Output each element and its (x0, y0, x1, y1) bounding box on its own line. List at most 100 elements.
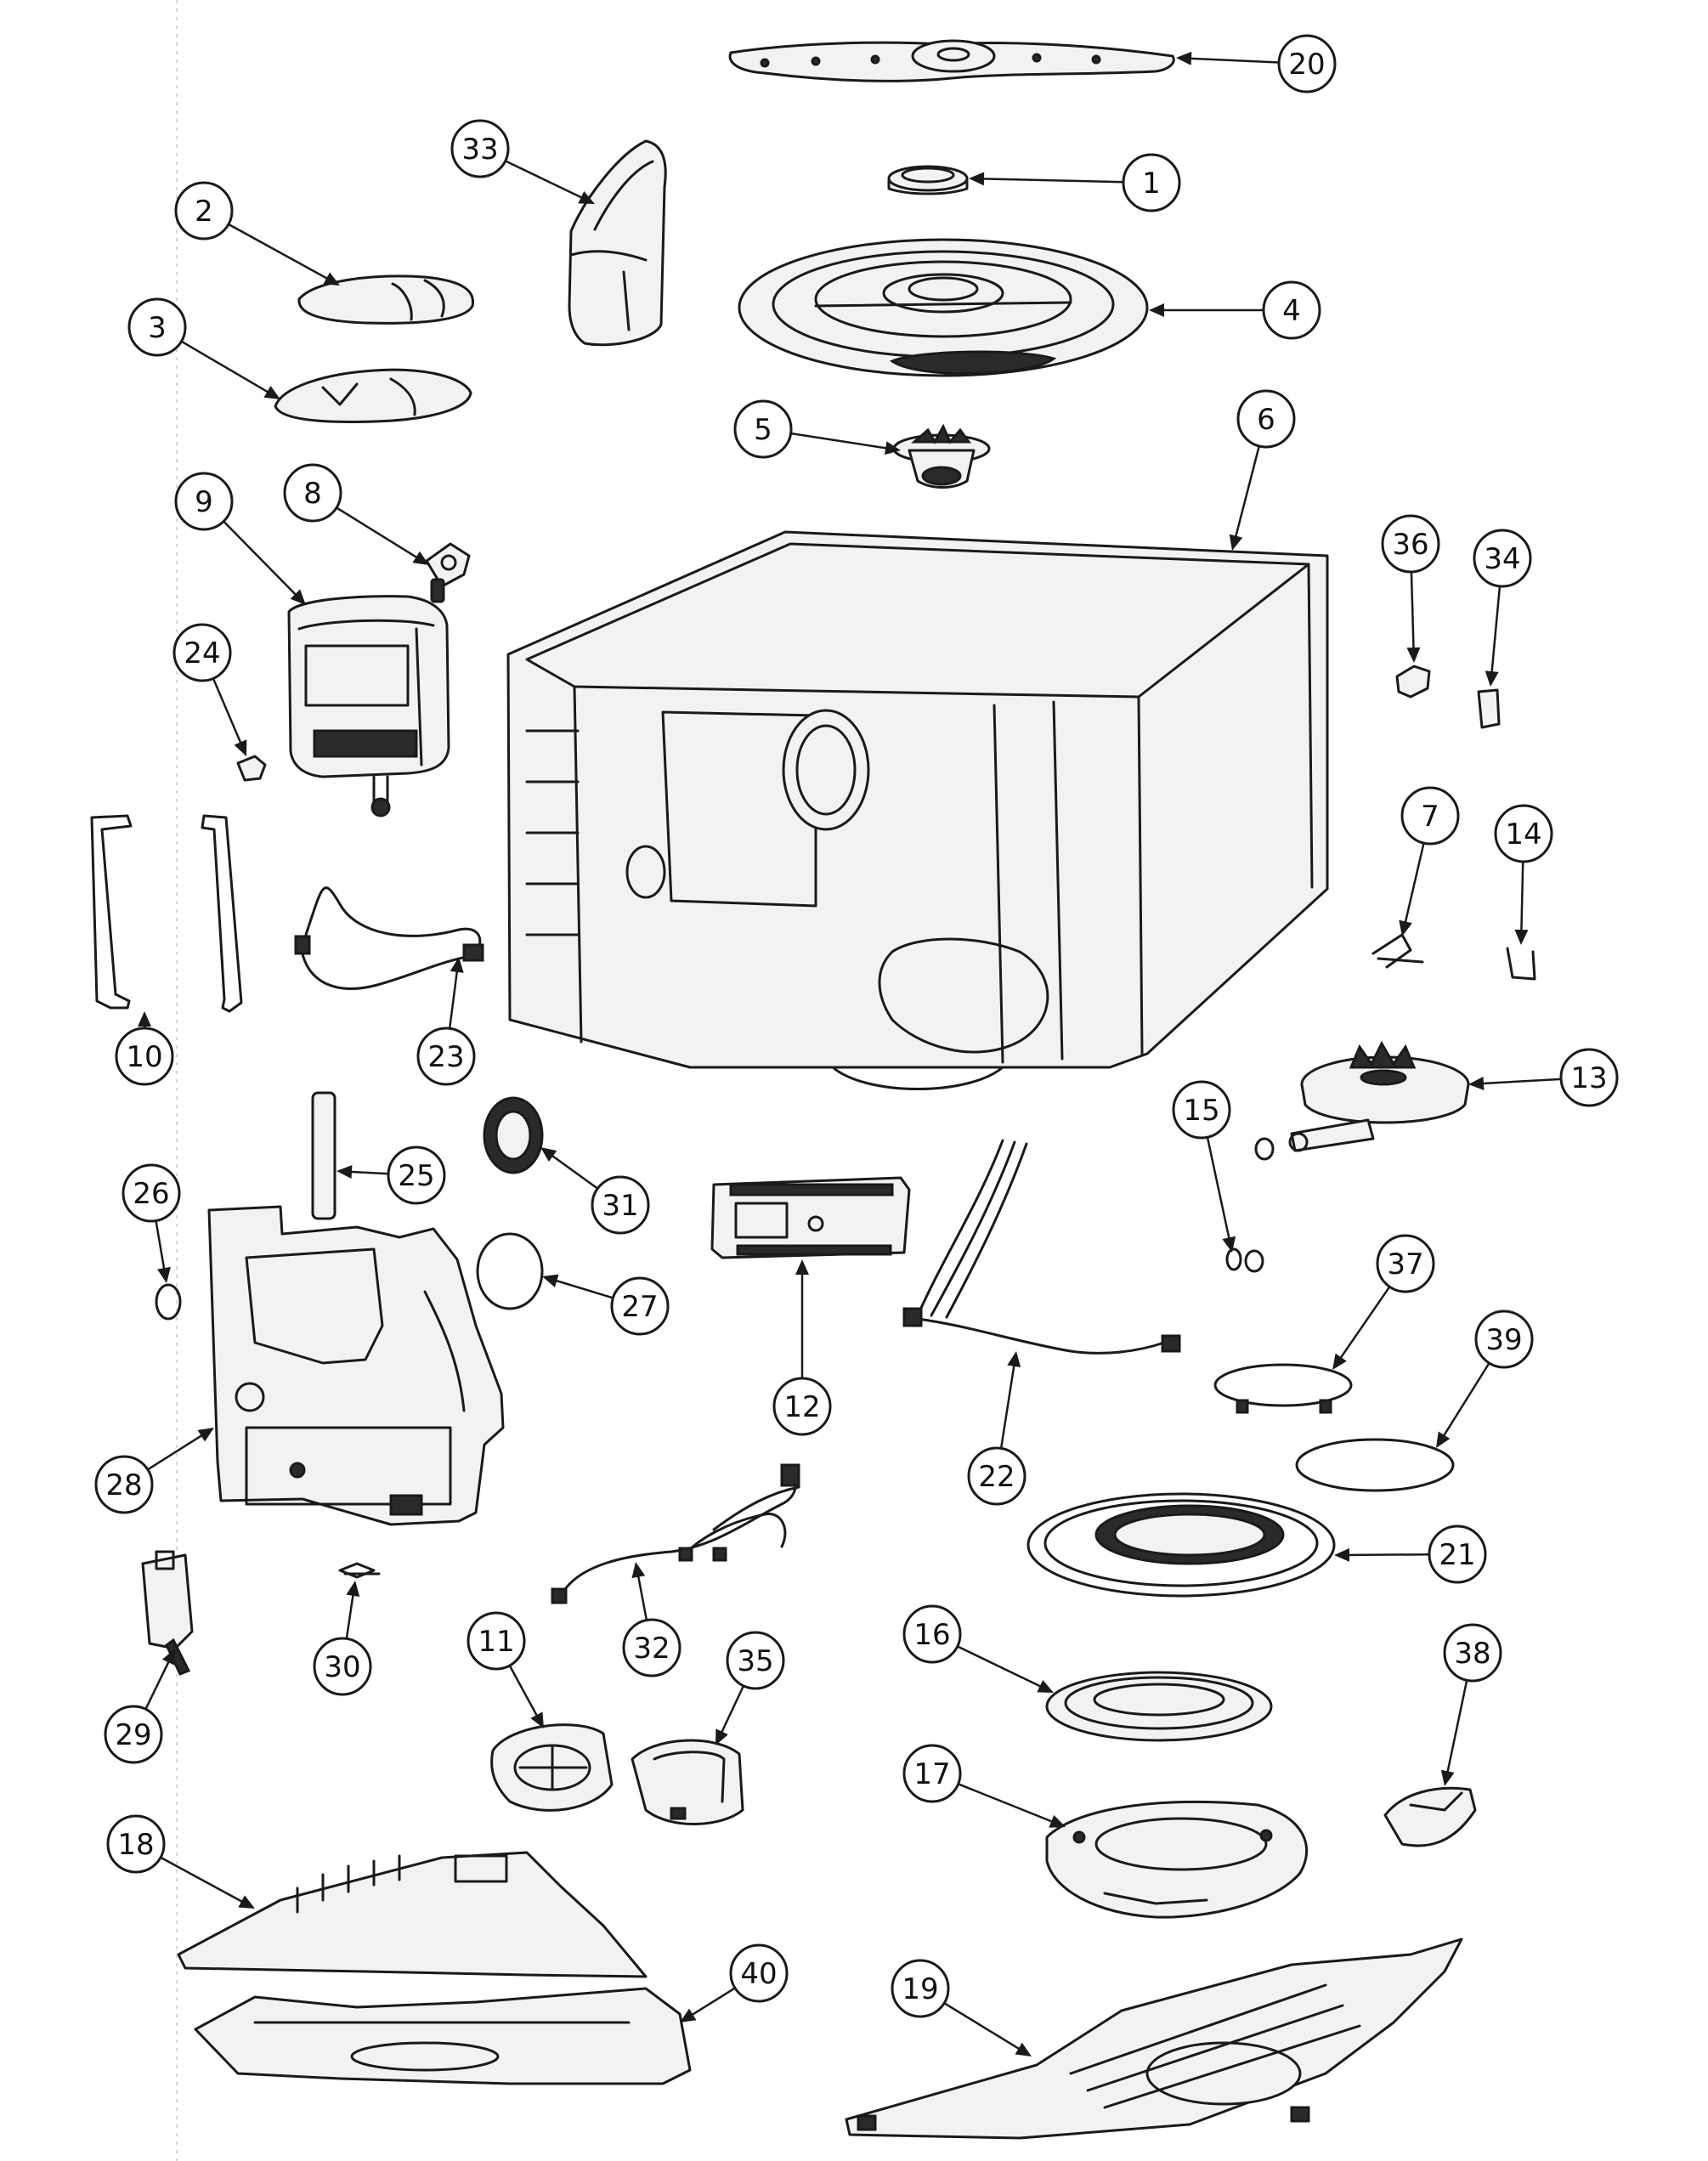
leader-arrowhead-40 (680, 2008, 697, 2022)
leader-arrowhead-29 (161, 1649, 175, 1666)
callout-number: 13 (1570, 1061, 1607, 1095)
callout-number: 39 (1485, 1323, 1522, 1357)
callout-number: 26 (133, 1177, 169, 1211)
leader-line-36 (1410, 571, 1416, 659)
callout-number: 9 (195, 485, 213, 519)
callout-9: 9 (174, 472, 234, 531)
leader-arrowhead-30 (346, 1581, 360, 1597)
part-9-module (287, 595, 450, 817)
leader-arrowhead-7 (1399, 919, 1412, 936)
part-4-large-disc (738, 238, 1149, 377)
callout-number: 31 (602, 1189, 638, 1223)
callout-circle (1428, 1525, 1487, 1584)
callout-circle (1262, 280, 1321, 340)
callout-circle (467, 1611, 526, 1671)
callout-14: 14 (1494, 804, 1553, 863)
leader-line-3 (180, 340, 277, 399)
part-22-harness (902, 1139, 1181, 1355)
callout-number: 22 (978, 1460, 1015, 1494)
callout-18: 18 (106, 1814, 166, 1874)
part-26-ring (155, 1283, 182, 1321)
callout-31: 31 (591, 1175, 650, 1235)
leader-arrowhead-12 (795, 1259, 809, 1275)
part-18-base-left (177, 1851, 648, 1978)
leader-arrowhead-25 (337, 1164, 353, 1179)
callout-16: 16 (902, 1604, 962, 1664)
leader-arrowhead-17 (1049, 1814, 1066, 1828)
callout-circle (1443, 1623, 1502, 1683)
part-24-clip (236, 755, 267, 782)
callout-6: 6 (1236, 389, 1296, 449)
callout-circle (387, 1146, 446, 1205)
callout-37: 37 (1376, 1234, 1435, 1293)
callout-number: 30 (324, 1650, 360, 1684)
callout-circle (172, 623, 232, 682)
part-8-fitting (425, 542, 471, 603)
part-23-harness (294, 886, 484, 990)
part-16-disc (1045, 1671, 1273, 1742)
part-5-impeller (892, 423, 991, 489)
leader-line-2 (228, 223, 337, 285)
leader-line-9 (223, 520, 303, 602)
callout-circle (1473, 529, 1532, 588)
leader-arrowhead-14 (1514, 929, 1529, 945)
leader-line-5 (790, 432, 896, 451)
callout-number: 38 (1454, 1637, 1490, 1671)
callout-number: 37 (1387, 1247, 1423, 1281)
callout-number: 20 (1288, 48, 1325, 82)
callout-number: 32 (633, 1632, 670, 1666)
leader-line-20 (1180, 57, 1280, 64)
callout-circle (1474, 1310, 1534, 1369)
leader-arrowhead-39 (1436, 1431, 1451, 1448)
callout-1: 1 (1122, 153, 1181, 212)
callout-circle (1236, 389, 1296, 449)
part-29-pump (141, 1550, 194, 1676)
leader-line-6 (1232, 445, 1260, 546)
part-13-pump-motor (1288, 1040, 1470, 1152)
callout-circle (1376, 1234, 1435, 1293)
part-33-funnel (568, 139, 667, 347)
callout-circle (610, 1276, 670, 1336)
callout-number: 23 (427, 1040, 464, 1074)
callout-number: 11 (478, 1625, 514, 1659)
leader-arrowhead-4 (1149, 303, 1164, 317)
callout-circle (115, 1027, 174, 1086)
callout-17: 17 (902, 1744, 962, 1803)
callout-number: 6 (1257, 403, 1275, 437)
callout-circle (1381, 514, 1440, 574)
leader-line-8 (336, 506, 426, 563)
leader-arrowhead-35 (715, 1728, 728, 1745)
part-2-cap (297, 274, 474, 325)
callout-number: 10 (126, 1040, 162, 1074)
part-10-brackets (90, 814, 243, 1013)
callout-number: 28 (105, 1468, 142, 1502)
part-17-base-plate (1045, 1800, 1309, 1919)
leader-line-19 (943, 2002, 1028, 2055)
callout-28: 28 (94, 1455, 154, 1514)
part-25-tube (311, 1091, 337, 1220)
callout-circle (104, 1705, 163, 1764)
callout-19: 19 (891, 1959, 950, 2018)
part-7-clip (1371, 933, 1424, 969)
callout-circle (726, 1631, 785, 1690)
callout-number: 34 (1484, 542, 1520, 576)
leader-arrowhead-6 (1229, 534, 1243, 551)
callout-circle (283, 463, 342, 523)
callout-4: 4 (1262, 280, 1321, 340)
callout-32: 32 (622, 1618, 682, 1677)
leader-line-18 (160, 1856, 252, 1908)
leader-line-16 (957, 1645, 1050, 1692)
part-20-spray-arm (728, 39, 1175, 82)
callout-20: 20 (1277, 34, 1337, 93)
leader-arrowhead-11 (530, 1711, 544, 1728)
leader-arrowhead-26 (157, 1266, 171, 1283)
callout-circle (127, 297, 187, 357)
callout-number: 33 (461, 133, 498, 167)
part-12-control-board (710, 1176, 911, 1259)
leader-arrowhead-21 (1334, 1547, 1350, 1562)
callout-circle (772, 1377, 832, 1436)
callout-number: 40 (740, 1957, 777, 1991)
callout-circle (122, 1163, 181, 1223)
callout-number: 3 (148, 311, 167, 345)
part-1-ring-clip (887, 165, 969, 195)
